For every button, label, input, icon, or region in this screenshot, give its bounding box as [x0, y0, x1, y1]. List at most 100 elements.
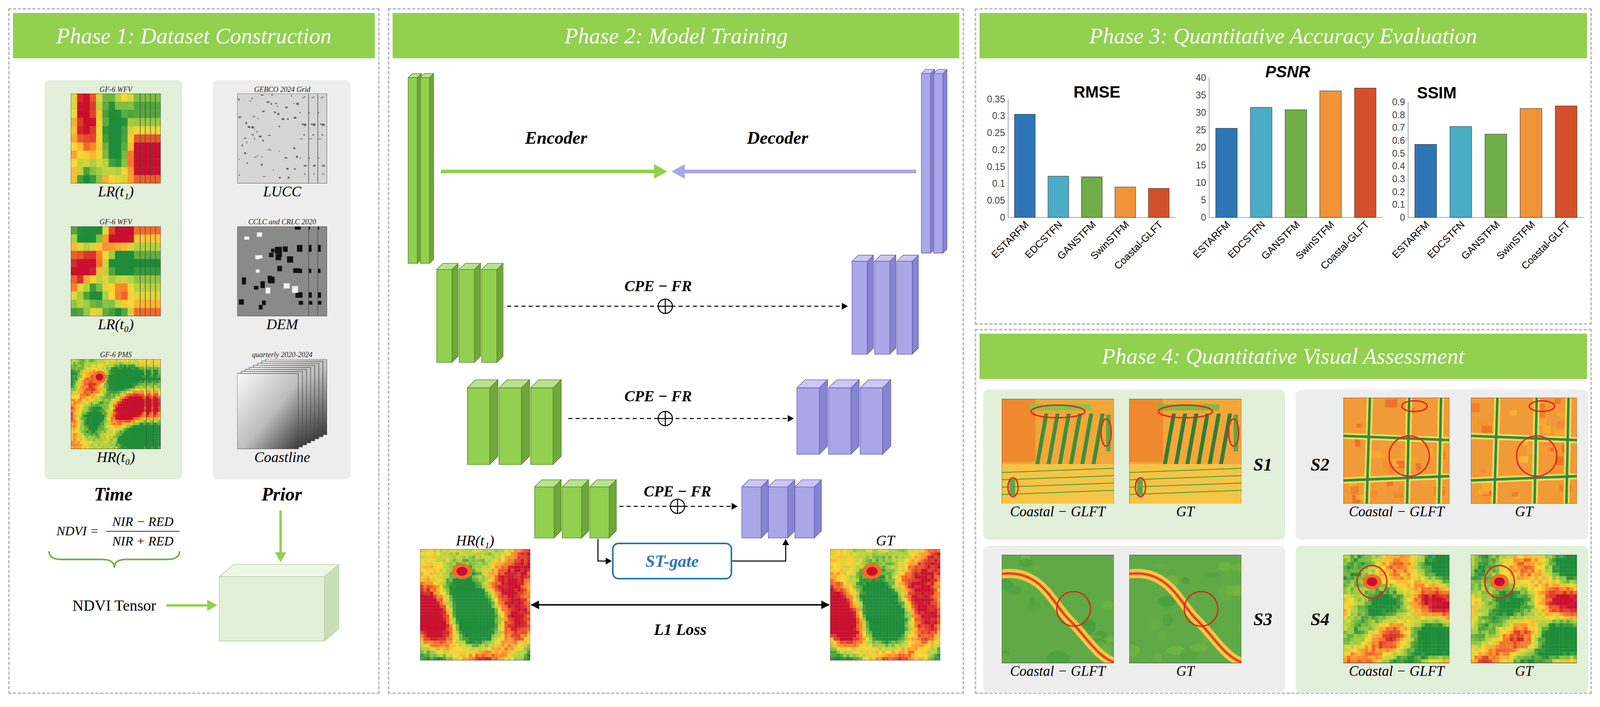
- px: [77, 250, 84, 260]
- px: [127, 259, 135, 268]
- px: [133, 118, 141, 127]
- image-caption: LR(t₁): [97, 183, 134, 200]
- px: [70, 118, 78, 127]
- px: [114, 134, 122, 143]
- px: [70, 308, 78, 317]
- px: [89, 175, 97, 184]
- px: [70, 93, 141, 184]
- px: [114, 267, 122, 276]
- px: [133, 110, 141, 119]
- px: [121, 159, 128, 168]
- px: [70, 134, 78, 143]
- px: [121, 150, 128, 160]
- px: [102, 93, 109, 102]
- px: [77, 126, 84, 135]
- px: [70, 242, 78, 251]
- px: [114, 250, 122, 260]
- px: [102, 110, 109, 119]
- px: [127, 308, 135, 317]
- px: [114, 110, 122, 119]
- input-group: TimeGF-6 WFVLR(t₁)GF-6 WFVLR(t₀)GF-6 PMS…: [44, 80, 183, 510]
- px: [108, 259, 116, 268]
- px: [108, 175, 116, 184]
- px: [96, 234, 103, 243]
- px: [102, 167, 109, 176]
- px: [127, 291, 135, 300]
- px: [89, 250, 97, 260]
- px: [70, 250, 78, 260]
- px: [89, 267, 97, 276]
- px: [77, 167, 84, 176]
- px: [83, 234, 91, 243]
- group-caption: Time: [44, 483, 183, 505]
- px: [133, 150, 141, 160]
- px: [114, 101, 122, 111]
- px: [96, 226, 103, 235]
- px: [83, 134, 91, 143]
- px: [77, 142, 84, 151]
- px: [96, 126, 103, 135]
- px: [96, 93, 103, 102]
- px: [102, 142, 109, 151]
- px: [133, 267, 141, 276]
- px: [89, 308, 97, 317]
- px: [77, 242, 84, 251]
- px: [96, 110, 103, 119]
- px: [96, 150, 103, 160]
- px: [96, 308, 103, 317]
- px: [102, 134, 109, 143]
- px: [127, 126, 135, 135]
- image-tile: GF-6 WFVLR(t₁): [70, 85, 161, 201]
- px: [121, 167, 128, 176]
- panel-title: Phase 1: Dataset Construction: [56, 23, 332, 49]
- px: [102, 159, 109, 168]
- px: [133, 250, 141, 260]
- px: [70, 299, 78, 309]
- px: [108, 242, 116, 251]
- px: [114, 291, 122, 300]
- px: [114, 275, 122, 284]
- px: [121, 226, 128, 235]
- px: [127, 242, 135, 251]
- px: [89, 234, 97, 243]
- px: [83, 142, 91, 151]
- px: [121, 175, 128, 184]
- px: [108, 226, 116, 235]
- px: [89, 226, 97, 235]
- px: [89, 110, 97, 119]
- px: [127, 110, 135, 119]
- px: [127, 267, 135, 276]
- px: [83, 275, 91, 284]
- px: [83, 242, 91, 251]
- px: [89, 167, 97, 176]
- px: [77, 259, 84, 268]
- px: [114, 242, 122, 251]
- px: [70, 283, 78, 292]
- px: [121, 101, 128, 111]
- px: [89, 93, 97, 102]
- px: [133, 275, 141, 284]
- px: [114, 126, 122, 135]
- px: [83, 175, 91, 184]
- px: [89, 242, 97, 251]
- px: [102, 226, 109, 235]
- px: [96, 167, 103, 176]
- px: [108, 250, 116, 260]
- px: [89, 126, 97, 135]
- px: [121, 299, 128, 309]
- px: [96, 299, 103, 309]
- px: [83, 101, 91, 111]
- px: [77, 175, 84, 184]
- px: [70, 226, 78, 235]
- px: [102, 175, 109, 184]
- px: [121, 291, 128, 300]
- px: [102, 283, 109, 292]
- px: [96, 242, 103, 251]
- px: [77, 110, 84, 119]
- px: [70, 93, 78, 102]
- px: [121, 283, 128, 292]
- px: [77, 234, 84, 243]
- px: [102, 275, 109, 284]
- px: [77, 275, 84, 284]
- px: [83, 167, 91, 176]
